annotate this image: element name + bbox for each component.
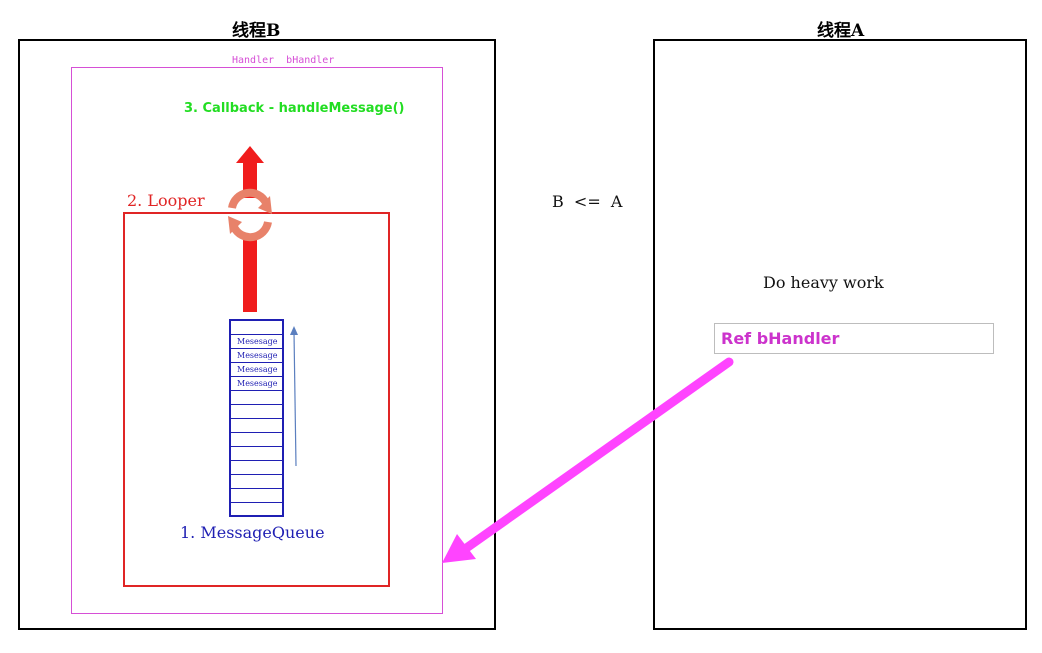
queue-message: Mesesage <box>231 377 282 391</box>
looper-label: 2. Looper <box>127 191 208 210</box>
looper-bar-upper <box>243 162 257 198</box>
ref-arrow-head <box>442 534 476 563</box>
queue-row-empty <box>231 321 282 335</box>
queue-row-empty <box>231 447 282 461</box>
queue-message: Mesesage <box>231 335 282 349</box>
callback-arrow-head <box>236 146 264 163</box>
handler-box <box>71 67 443 614</box>
looper-bar-lower <box>243 240 257 312</box>
thread-b-box <box>18 39 496 630</box>
work-label: Do heavy work <box>763 273 884 292</box>
queue-row-empty <box>231 405 282 419</box>
relation-label: B <= A <box>552 192 623 211</box>
queue-flow-arrow-head <box>290 326 298 335</box>
ref-label: Ref bHandler <box>721 329 840 348</box>
queue-row-empty <box>231 433 282 447</box>
thread-a-box <box>653 39 1027 630</box>
ref-arrow-line <box>460 357 734 554</box>
queue-row-empty <box>231 419 282 433</box>
queue-message: Mesesage <box>231 363 282 377</box>
queue-row-empty <box>231 503 282 517</box>
ref-box <box>714 323 994 354</box>
looper-box <box>123 212 390 587</box>
callback-label: 3. Callback - handleMessage() <box>184 101 405 116</box>
message-queue-label: 1. MessageQueue <box>180 523 325 542</box>
queue-row-empty <box>231 475 282 489</box>
loop-icon <box>228 188 272 242</box>
queue-row-empty <box>231 391 282 405</box>
queue-row-empty <box>231 489 282 503</box>
queue-flow-line <box>293 331 297 467</box>
thread-b-title: 线程B <box>232 21 281 41</box>
thread-a-title: 线程A <box>817 21 865 41</box>
handler-label: Handler bHandler <box>232 55 335 66</box>
queue-message: Mesesage <box>231 349 282 363</box>
queue-row-empty <box>231 461 282 475</box>
